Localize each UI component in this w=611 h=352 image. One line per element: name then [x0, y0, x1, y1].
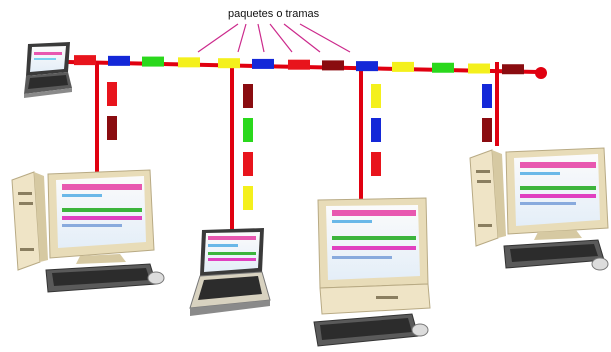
laptop-icon[interactable]: [189, 228, 271, 316]
bus-packets: [74, 55, 524, 75]
bus-packet: [288, 59, 310, 70]
bus-packet: [178, 57, 200, 68]
desktop-computer-icon[interactable]: [313, 197, 431, 347]
bus-packet: [502, 64, 524, 75]
laptop-icon[interactable]: [24, 42, 72, 98]
bus-packet: [356, 61, 378, 72]
drop-packet: [482, 84, 492, 108]
drop-packet: [107, 82, 117, 106]
bus-packet: [322, 60, 344, 71]
drop-packet: [482, 118, 492, 142]
drop-packet: [371, 118, 381, 142]
bus-packet: [74, 55, 96, 66]
drop-packet: [371, 84, 381, 108]
drop-packet: [243, 186, 253, 210]
desktop-computer-icon[interactable]: [469, 147, 609, 271]
drop-packet: [371, 152, 381, 176]
bus-packet: [252, 58, 274, 69]
drop-packet: [243, 152, 253, 176]
bus-packet: [218, 58, 240, 69]
drop-packet: [107, 116, 117, 140]
bus-terminator: [535, 67, 547, 79]
bus-packet: [108, 55, 130, 66]
drop-packet: [243, 118, 253, 142]
drop-packets: [107, 82, 492, 210]
drop-lines: [95, 62, 499, 232]
drop-packet: [243, 84, 253, 108]
caption-pointer-lines: [197, 23, 351, 53]
desktop-computer-icon[interactable]: [11, 169, 165, 293]
bus-packet: [432, 62, 454, 73]
bus-packet: [468, 63, 490, 74]
bus-packet: [142, 56, 164, 67]
packets-caption: paquetes o tramas: [228, 8, 320, 20]
bus-packet: [392, 61, 414, 72]
